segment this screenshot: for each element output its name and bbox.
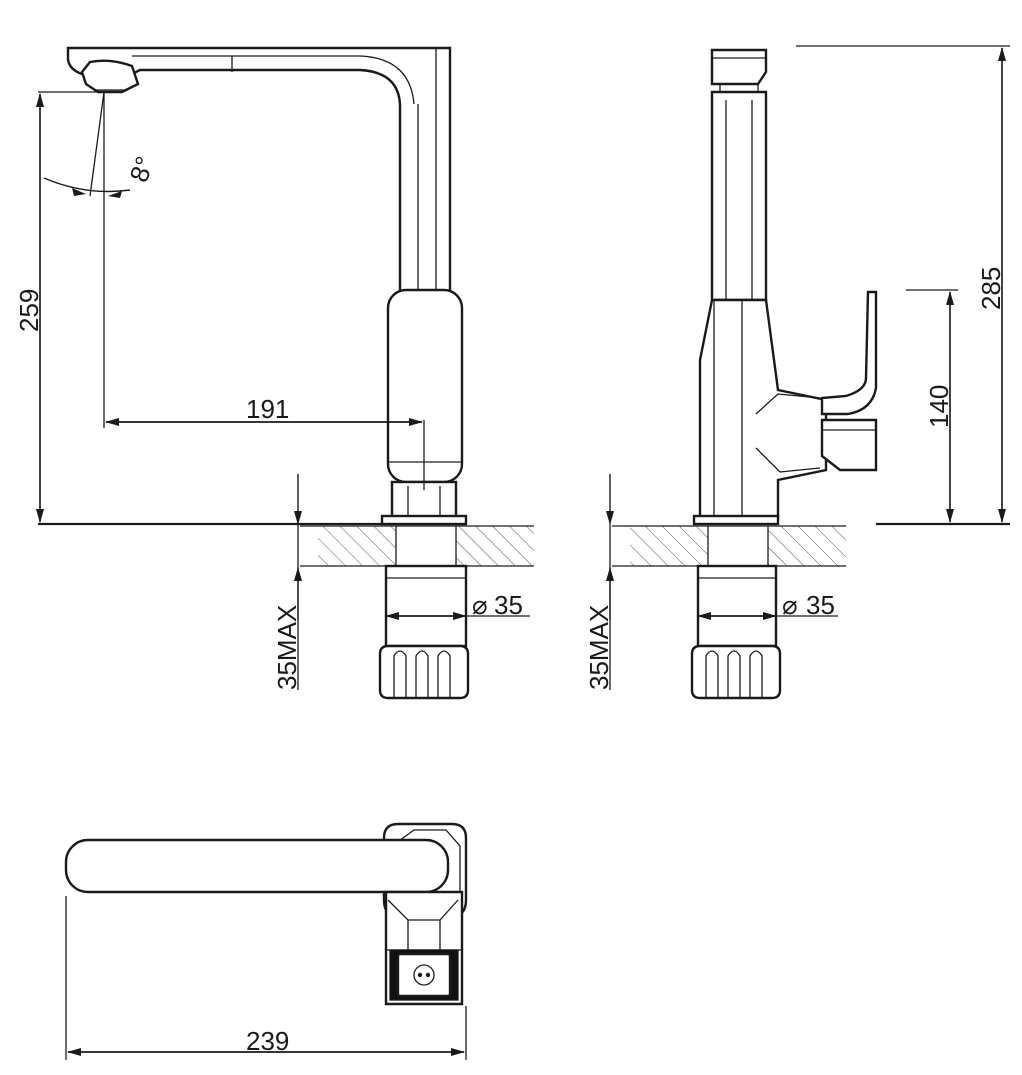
front-view: ⌀ 35 35MAX 259 191 8° [14,46,534,700]
front-nut [378,644,470,700]
side-column [710,90,768,302]
front-thickness-label: 35MAX [272,605,302,690]
front-diameter-symbol: ⌀ [472,590,488,620]
front-handle-body [386,288,464,484]
side-diameter-value: 35 [806,590,835,620]
height-285-label: 285 [976,267,1006,310]
top-view: 239 [64,822,468,1060]
front-diameter-value: 35 [494,590,523,620]
length-239-label: 239 [246,1026,289,1056]
side-thickness-label: 35MAX [584,605,614,690]
side-spout-head [710,48,768,86]
front-shank [384,564,468,648]
top-spout-arm [64,838,450,894]
angle-label: 8° [123,152,160,186]
side-diameter-symbol: ⌀ [782,590,798,620]
counter-hatch-front-left [318,526,396,566]
height-259-label: 259 [14,289,44,332]
side-nut [690,644,782,700]
side-shank [696,564,778,648]
reach-191-label: 191 [246,394,289,424]
height-140-label: 140 [924,385,954,428]
side-body [698,298,828,520]
counter-hatch-front-right [456,526,534,566]
front-aerator [80,59,140,94]
side-lever [820,290,878,416]
side-view: ⌀ 35 35MAX 140 285 [584,45,1010,700]
